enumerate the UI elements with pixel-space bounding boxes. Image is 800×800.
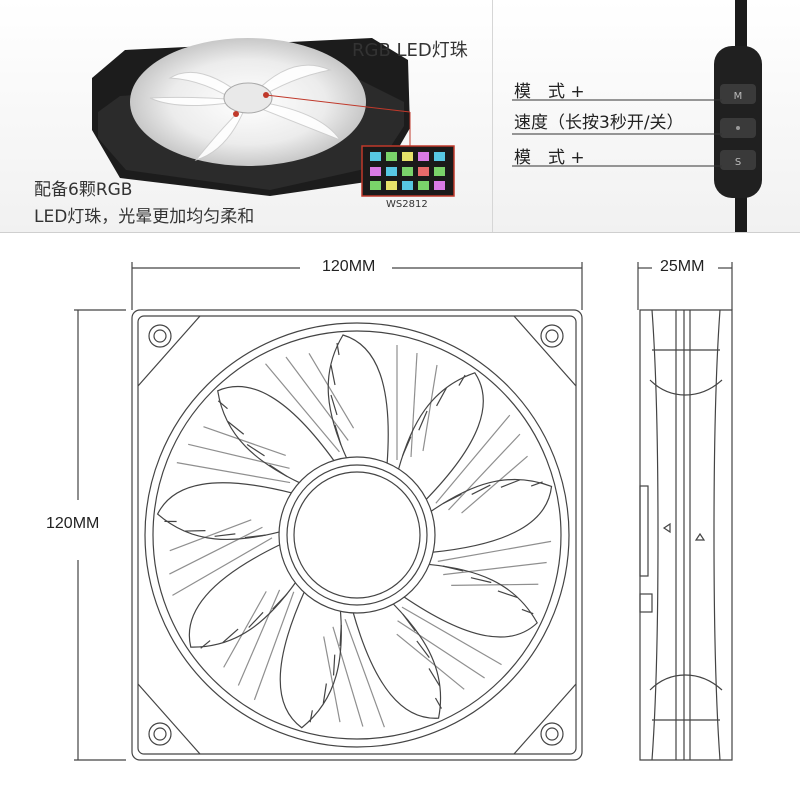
fan-photo [92,38,411,196]
btn-s-label: S [735,157,741,168]
mode-button-top [720,84,756,104]
mode-button-bottom [720,150,756,170]
panel-divider-horizontal [0,232,800,233]
led-chip-inset [361,145,455,197]
controller-mode-label-bottom: 模 式 + [514,148,585,168]
controller-remote: M S [714,0,762,232]
height-dimension: 120MM [40,515,106,533]
chip-label: WS2812 [386,199,428,210]
led-description-text: LED灯珠，光晕更加均匀柔和 [34,207,255,227]
panel-divider-vertical [492,0,493,232]
front-view-drawing [74,262,583,761]
depth-dimension: 25MM [654,258,711,276]
controller-leader-lines [512,99,722,167]
led-dot [233,111,239,117]
controller-speed-label: 速度（长按3秒开/关） [514,113,684,133]
led-count-text: 配备6颗RGB [34,180,133,200]
controller-mode-label-top: 模 式 + [514,82,585,102]
led-title: RGB LED灯珠 [352,40,468,61]
width-dimension: 120MM [316,258,382,276]
btn-m-label: M [734,91,743,102]
side-view-drawing [637,262,733,761]
